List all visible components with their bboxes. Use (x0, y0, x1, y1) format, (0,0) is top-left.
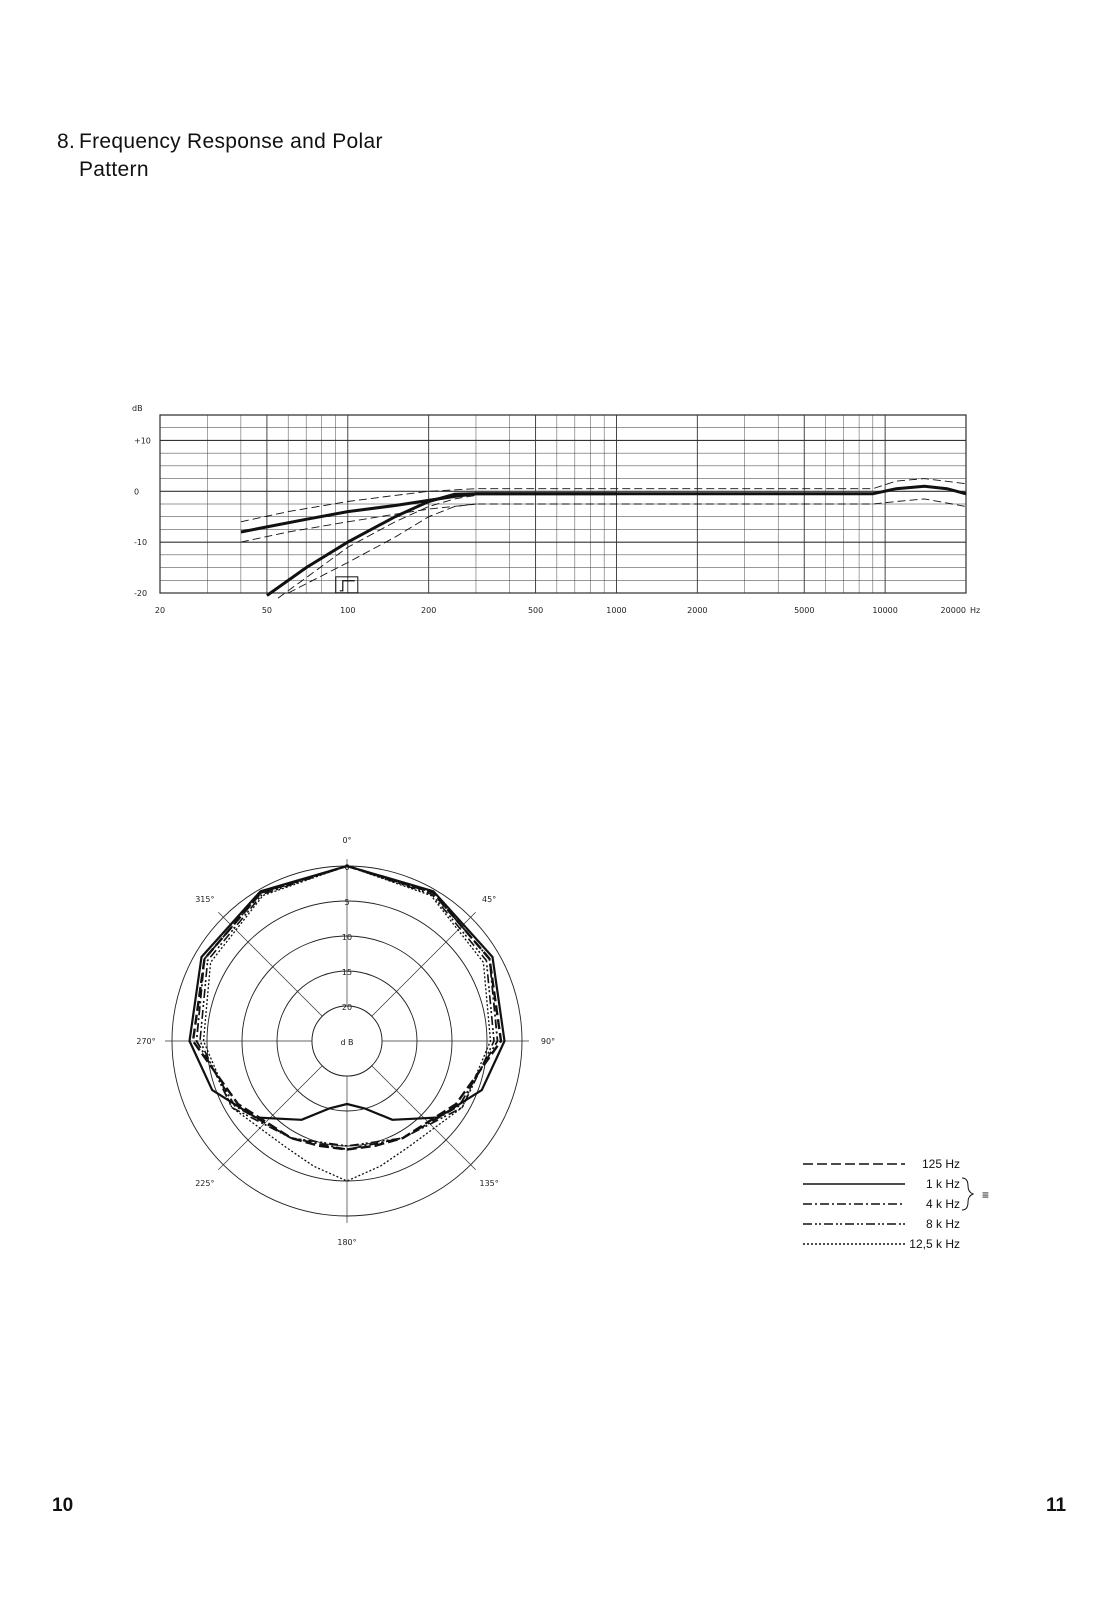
legend-label: 12,5 k Hz (909, 1237, 960, 1251)
response-curve-4 (240, 498, 967, 543)
high-pass-filter-symbol (335, 576, 359, 594)
y-tick-label: 0 (134, 487, 139, 496)
response-curve-3 (240, 478, 967, 523)
y-tick-label: -20 (134, 589, 147, 598)
polar-curve-125-hz (191, 864, 503, 1151)
x-tick-label: 20000 (941, 606, 966, 615)
angle-label: 225° (195, 1179, 214, 1188)
radial-label: 10 (342, 933, 352, 942)
x-tick-label: 100 (340, 606, 355, 615)
angle-label: 315° (195, 895, 214, 904)
angle-label: 135° (479, 1179, 498, 1188)
radial-label: 15 (342, 968, 352, 977)
x-tick-label: 2000 (687, 606, 707, 615)
frequency-response-chart: dB +10 0 -10 -20 20 50 100 200 500 1000 2000 5000 100… (132, 404, 980, 615)
x-tick-label: 10000 (872, 606, 897, 615)
heading-line-1: 8.Frequency Response and Polar (57, 128, 383, 156)
legend-label: 125 Hz (922, 1157, 960, 1171)
angle-label: 0° (342, 836, 351, 845)
heading-title-part-1: Frequency Response and Polar (79, 130, 383, 153)
polar-curve-1-khz (188, 864, 506, 1121)
response-curve-2 (266, 492, 617, 597)
response-curve-6 (277, 494, 477, 599)
y-tick-label: -10 (134, 538, 147, 547)
x-tick-label: 500 (528, 606, 543, 615)
heading-title-part-2: Pattern (79, 158, 149, 181)
legend-label: 1 k Hz (926, 1177, 960, 1191)
radial-label: 0 (344, 863, 349, 872)
right-page-number: 11 (1046, 1495, 1067, 1516)
section-heading: 8.Frequency Response and Polar Pattern (57, 128, 383, 184)
angle-label: 270° (136, 1037, 155, 1046)
response-curve-5 (287, 503, 477, 594)
x-tick-label: 50 (262, 606, 272, 615)
polar-legend: 125 Hz 1 k Hz 4 k Hz 8 k Hz 12,5 k Hz ≡ (803, 1157, 989, 1251)
x-unit-label: Hz (970, 606, 980, 615)
radial-unit-label: d B (340, 1038, 353, 1047)
x-tick-label: 5000 (794, 606, 814, 615)
x-tick-label: 200 (421, 606, 436, 615)
polar-curve-4-khz (195, 865, 499, 1151)
legend-brace-symbol: ≡ (982, 1188, 989, 1202)
high-pass-filter-glyph (339, 580, 355, 592)
angle-label: 90° (541, 1037, 555, 1046)
polar-curve-12-5-khz (202, 865, 492, 1182)
heading-number: 8. (57, 130, 76, 153)
radial-label: 5 (344, 898, 349, 907)
legend-label: 4 k Hz (926, 1197, 960, 1211)
legend-label: 8 k Hz (926, 1217, 960, 1231)
angle-label: 45° (482, 895, 496, 904)
angle-label: 180° (337, 1238, 356, 1247)
radial-label: 20 (342, 1003, 352, 1012)
left-page-number: 10 (52, 1495, 74, 1516)
y-axis-label: dB (132, 404, 143, 413)
x-tick-label: 1000 (606, 606, 626, 615)
x-tick-label: 20 (155, 606, 165, 615)
polar-curve-8-khz (199, 865, 495, 1147)
legend-brace (961, 1177, 975, 1211)
y-tick-label: +10 (134, 436, 151, 445)
polar-pattern-chart: 0 5 10 15 20 d B 0° 45° 90° 135° 180° 225° 270° 315° (136, 836, 555, 1247)
